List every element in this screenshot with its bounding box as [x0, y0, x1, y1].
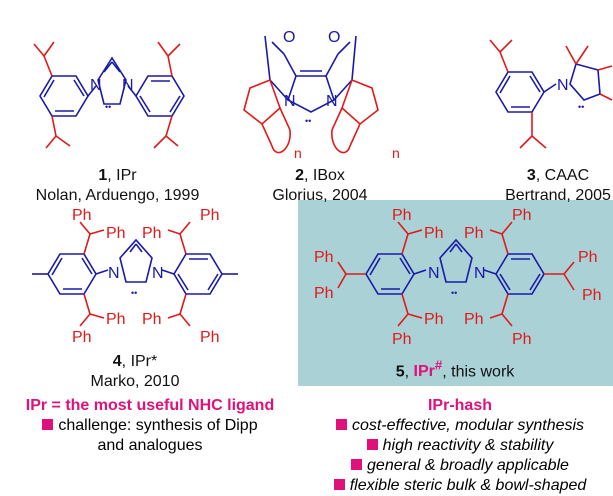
c5-ph-3: Ph	[512, 207, 532, 224]
right-notes: IPr-hash cost-effective, modular synthes…	[300, 396, 613, 496]
c5-ph-11: Ph	[464, 311, 484, 328]
compound-4-authors: Marko, 2010	[90, 373, 180, 390]
compound-5-structure	[337, 221, 575, 327]
right-notes-bullet-3: general & broadly applicable	[300, 456, 613, 476]
c5-ph-7: Ph	[578, 249, 598, 266]
c4-n-left: N	[108, 265, 120, 282]
compound-2-structure	[243, 35, 379, 154]
c5-ph-4: Ph	[464, 225, 484, 242]
compound-3-name: CAAC	[544, 167, 590, 184]
compound-5-name: IPr#	[413, 358, 443, 381]
c2-n-left: N	[284, 93, 296, 110]
right-notes-bullet-4: flexible steric bulk & bowl-shaped	[300, 476, 613, 496]
c4-ph-6: Ph	[72, 329, 92, 346]
compound-1-caption: 1, IPr Nolan, Arduengo, 1999	[5, 166, 230, 206]
compound-4-caption: 4, IPr* Marko, 2010	[55, 352, 215, 392]
c5-ph-12: Ph	[512, 331, 532, 348]
c4-ph-8: Ph	[200, 329, 220, 346]
c5-ph-5: Ph	[314, 249, 334, 266]
c5-ph-2: Ph	[424, 225, 444, 242]
c4-ph-1: Ph	[72, 207, 92, 224]
c5-carbene: ••	[451, 288, 457, 298]
c5-n-left: N	[428, 265, 440, 282]
this-work-highlight-box	[298, 200, 613, 386]
c5-ph-10: Ph	[392, 331, 412, 348]
c4-ph-5: Ph	[106, 311, 126, 328]
c4-ph-2: Ph	[106, 225, 126, 242]
bullet-square-icon	[351, 459, 363, 470]
compound-5-name-sup: #	[434, 358, 443, 373]
c2-n-right-index: n	[392, 145, 400, 161]
c2-o-left: O	[283, 29, 295, 46]
c2-n-left-index: n	[294, 145, 302, 161]
compound-2-name: IBox	[312, 167, 345, 184]
c5-n-right: N	[474, 265, 486, 282]
left-notes-bullet: challenge: synthesis of Dipp	[0, 416, 300, 436]
compound-4-number: 4	[112, 353, 122, 370]
c4-ph-3: Ph	[200, 207, 220, 224]
compound-3-number: 3	[526, 167, 536, 184]
c2-n-right: N	[326, 93, 338, 110]
bullet-square-icon	[366, 439, 378, 450]
compound-1-structure	[33, 41, 185, 149]
compound-3-structure	[489, 39, 613, 149]
bullet-square-icon	[333, 479, 345, 490]
c1-n-left: N	[90, 77, 102, 94]
c4-ph-4: Ph	[142, 225, 162, 242]
left-notes-bullet-cont: and analogues	[97, 437, 203, 454]
compound-5-number: 5	[395, 363, 405, 381]
compound-3-caption: 3, CAAC Bertrand, 2005	[478, 166, 613, 206]
c4-ph-7: Ph	[142, 311, 162, 328]
compound-1-number: 1	[98, 167, 108, 184]
compound-1-authors: Nolan, Arduengo, 1999	[35, 187, 200, 204]
compound-5-suffix: this work	[451, 363, 515, 381]
c5-ph-6: Ph	[314, 285, 334, 302]
compound-3-authors: Bertrand, 2005	[505, 187, 611, 204]
c1-n-right: N	[122, 77, 134, 94]
c4-n-right: N	[152, 265, 164, 282]
compound-1-name: IPr	[116, 167, 137, 184]
left-notes-title: IPr = the most useful NHC ligand	[25, 397, 275, 414]
compound-2-caption: 2, IBox Glorius, 2004	[240, 166, 400, 206]
c3-carbene: ••	[578, 102, 584, 112]
right-notes-title: IPr-hash	[427, 397, 492, 414]
left-notes: IPr = the most useful NHC ligand challen…	[0, 396, 300, 456]
compound-4-structure	[32, 221, 238, 327]
c2-carbene: ••	[305, 116, 311, 126]
c3-n: N	[557, 77, 569, 94]
c4-carbene: ••	[131, 288, 137, 298]
right-notes-bullet-2: high reactivity & stability	[300, 436, 613, 456]
compound-2-number: 2	[295, 167, 304, 184]
bullet-square-icon	[42, 419, 54, 430]
compound-2-authors: Glorius, 2004	[272, 187, 368, 204]
c5-ph-9: Ph	[424, 311, 444, 328]
c5-ph-8: Ph	[582, 287, 602, 304]
c5-ph-1: Ph	[392, 207, 412, 224]
c2-o-right: O	[328, 29, 340, 46]
c1-carbene: ••	[105, 102, 111, 112]
bullet-square-icon	[335, 419, 347, 430]
compound-5-caption: 5, IPr#, this work	[395, 358, 515, 381]
right-notes-bullet-1: cost-effective, modular synthesis	[300, 416, 613, 436]
compound-4-name: IPr*	[130, 353, 158, 370]
